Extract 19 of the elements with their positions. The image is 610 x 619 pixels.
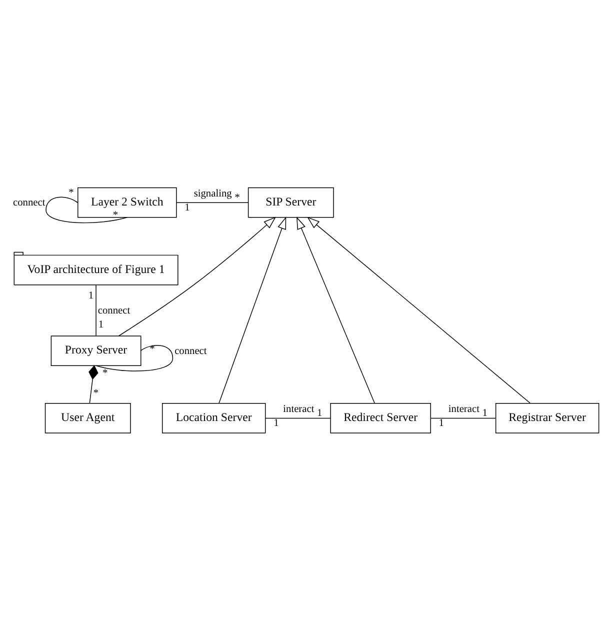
label: 1 (184, 202, 190, 213)
edge-label: connect (98, 305, 130, 316)
label: * (234, 192, 240, 203)
edge-label: interact (283, 404, 314, 415)
label: 1 (274, 417, 279, 428)
label: 1 (317, 407, 322, 418)
label: 1 (438, 417, 444, 428)
label: * (102, 367, 108, 378)
edge-label: connect (13, 197, 46, 208)
edge-label: signaling (194, 188, 232, 199)
label: 1 (98, 319, 104, 330)
label: * (150, 344, 155, 355)
edge-label: connect (174, 345, 207, 356)
label: 1 (482, 407, 488, 418)
label: * (112, 209, 118, 220)
label: * (68, 186, 74, 198)
label: * (93, 387, 99, 398)
label: 1 (88, 290, 94, 301)
edge-label: interact (448, 404, 480, 415)
